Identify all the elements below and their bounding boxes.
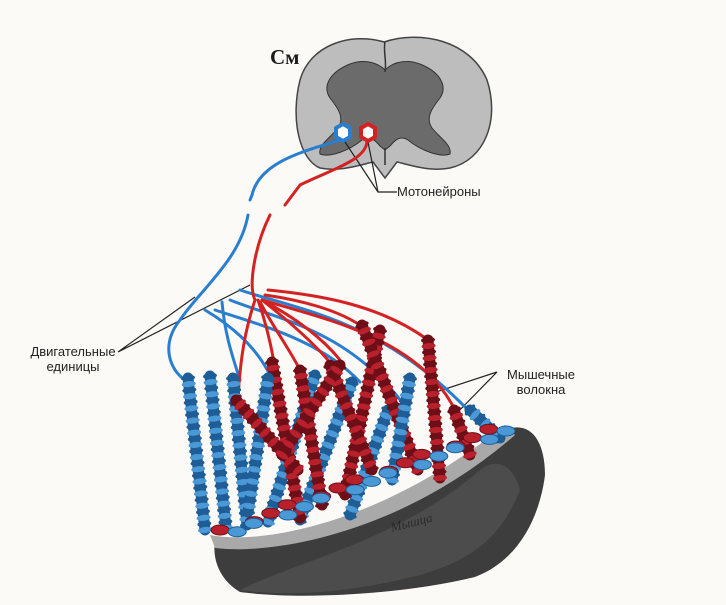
red-fiber-end — [462, 432, 482, 444]
nerve-layer — [167, 138, 468, 412]
red-nerve-fiber — [256, 298, 276, 364]
blue-motoneuron-icon — [334, 121, 352, 144]
red-fiber-end — [479, 423, 499, 435]
blue-nerve-fiber — [167, 213, 250, 382]
motor-unit-pointer-line — [117, 284, 251, 353]
spinal-cord-section — [295, 36, 493, 180]
red-fiber-end — [261, 507, 281, 519]
red-muscle-fiber — [323, 359, 379, 476]
red-muscle-fiber — [275, 359, 347, 461]
blue-fiber-end — [362, 475, 382, 487]
blue-fiber-end — [244, 517, 264, 529]
muscle-fibers-label-line2: волокна — [516, 382, 566, 397]
muscle-highlight — [240, 463, 520, 594]
red-fiber-end — [395, 457, 415, 469]
motor-units-label-line2: единицы — [46, 359, 100, 374]
fiber-layer — [181, 319, 516, 538]
muscle-fibers-label-line1: Мышечные — [507, 367, 575, 382]
red-motoneuron-icon — [359, 121, 377, 144]
red-nerve-fiber — [283, 138, 369, 207]
blue-nerve-fiber — [203, 308, 272, 377]
red-muscle-fiber — [447, 404, 477, 461]
red-nerve-fiber — [266, 288, 430, 342]
blue-muscle-fiber — [181, 372, 212, 536]
blue-fiber-end — [480, 433, 500, 445]
red-fiber-end — [277, 499, 297, 511]
motor-units-label: Двигательные единицы — [12, 344, 134, 374]
red-nerve-fiber — [263, 293, 366, 330]
spinal-cord-fissure — [383, 41, 387, 73]
red-fiber-end — [412, 448, 432, 460]
red-fiber-end — [328, 482, 348, 494]
red-nerve-fiber — [258, 300, 302, 372]
muscle-body — [210, 425, 546, 596]
blue-fiber-end — [294, 501, 314, 513]
blue-fiber-end — [445, 442, 465, 454]
spinal-cord-label: См — [270, 45, 300, 69]
muscle-fibers-label: Мышечные волокна — [497, 367, 585, 397]
blue-fiber-end — [496, 425, 516, 437]
muscle-top — [210, 425, 515, 550]
blue-nerve-fiber — [248, 138, 342, 202]
red-fiber-end — [344, 474, 364, 486]
blue-muscle-fiber — [203, 370, 233, 534]
blue-fiber-end — [311, 492, 331, 504]
blue-nerve-fiber — [220, 300, 242, 382]
red-fiber-end — [210, 524, 230, 536]
blue-fiber-end — [278, 509, 298, 521]
blue-fiber-end — [378, 467, 398, 479]
blue-fiber-end — [345, 484, 365, 496]
red-nerve-fiber — [250, 213, 272, 302]
blue-fiber-end — [429, 450, 449, 462]
red-nerve-fiber — [260, 298, 342, 362]
motoneurons-label: Мотонейроны — [397, 184, 481, 199]
motor-units-label-line1: Двигательные — [30, 344, 116, 359]
blue-fiber-end — [227, 526, 247, 538]
blue-fiber-end — [412, 459, 432, 471]
